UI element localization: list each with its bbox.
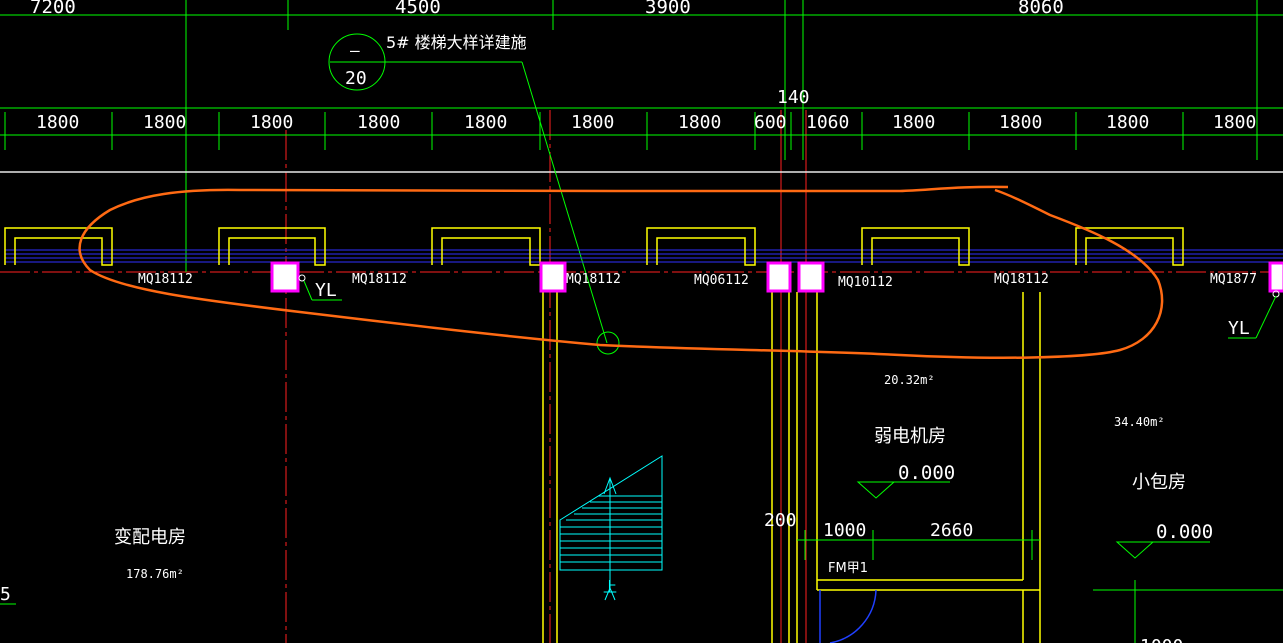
top-dim-1: 7200: [30, 0, 76, 18]
yl-label-1: YL: [315, 280, 337, 301]
dim-200: 200: [764, 510, 797, 531]
room-transformer: 变配电房 178.76m²: [114, 527, 186, 581]
dim-600: 600: [754, 112, 787, 133]
elevation-low-voltage: 0.000: [898, 462, 955, 484]
room-name-transformer: 变配电房: [114, 527, 186, 548]
dim-1800-c: 1800: [250, 112, 293, 133]
yl-label-2: YL: [1228, 318, 1250, 339]
dim-1800-h: 1800: [892, 112, 935, 133]
bottom-right-dim: 1000: [1140, 636, 1183, 643]
room-area-low-voltage: 20.32m²: [884, 373, 935, 387]
door-swing: [819, 589, 877, 643]
top-dim-3: 3900: [645, 0, 691, 18]
window-label-5: MQ10112: [838, 275, 893, 290]
room-area-transformer: 178.76m²: [126, 567, 184, 581]
window-label-1: MQ18112: [138, 272, 193, 287]
callout-note: 5# 楼梯大样详建施: [386, 33, 527, 52]
top-dim-2: 4500: [395, 0, 441, 18]
dim-2660: 2660: [930, 520, 973, 541]
top-grid-lines: [0, 0, 1283, 272]
dim-140: 140: [777, 87, 810, 108]
window-glass-strip: [5, 249, 1283, 263]
dim-1800-j: 1800: [1106, 112, 1149, 133]
edge-axis-number: 5: [0, 584, 11, 605]
dim-1800-f: 1800: [571, 112, 614, 133]
dim-1800-e: 1800: [464, 112, 507, 133]
stair-up-label: 上: [603, 580, 617, 596]
yl-tag-1: YL: [298, 274, 342, 301]
interior-walls: [542, 292, 1041, 643]
door-dimensions: 200 1000 2660: [764, 510, 973, 541]
window-label-2: MQ18112: [352, 272, 407, 287]
window-label-6: MQ18112: [994, 272, 1049, 287]
dim-1060: 1060: [806, 112, 849, 133]
room-name-small: 小包房: [1132, 472, 1186, 493]
fire-door-label: FM甲1: [828, 561, 868, 576]
axis-lines: [0, 110, 1283, 643]
dim-1800-a: 1800: [36, 112, 79, 133]
second-dimension-row: 1800 1800 1800 1800 1800 1800 1800 600 1…: [36, 112, 1256, 133]
elevation-small: 0.000: [1156, 521, 1213, 543]
room-low-voltage: 20.32m² 弱电机房 0.000: [856, 373, 955, 499]
room-name-low-voltage: 弱电机房: [874, 426, 946, 447]
columns: [270, 261, 1283, 293]
dim-1800-b: 1800: [143, 112, 186, 133]
yl-tag-2: YL: [1228, 290, 1280, 339]
top-dim-4: 8060: [1018, 0, 1064, 18]
dim-1800-d: 1800: [357, 112, 400, 133]
window-label-4: MQ06112: [694, 273, 749, 288]
callout-bottom: 20: [345, 68, 367, 89]
dim-1800-i: 1800: [999, 112, 1042, 133]
wall-piers: [4, 227, 1184, 266]
room-area-small: 34.40m²: [1114, 415, 1165, 429]
stair: [559, 455, 663, 601]
markup-outline: [78, 185, 1164, 359]
section-callout: — 20 5# 楼梯大样详建施: [328, 33, 620, 355]
dim-1800-k: 1800: [1213, 112, 1256, 133]
dim-1800-g: 1800: [678, 112, 721, 133]
top-dimension-row: 7200 4500 3900 8060: [30, 0, 1064, 18]
dim-1000: 1000: [823, 520, 866, 541]
door-dimension-line: [797, 530, 1283, 643]
window-label-3: MQ18112: [566, 272, 621, 287]
callout-top: —: [350, 41, 360, 60]
window-label-7: MQ1877: [1210, 272, 1257, 287]
room-small: 34.40m² 小包房 0.000: [1114, 415, 1213, 559]
window-labels: MQ18112 MQ18112 MQ18112 MQ06112 MQ10112 …: [138, 272, 1257, 290]
